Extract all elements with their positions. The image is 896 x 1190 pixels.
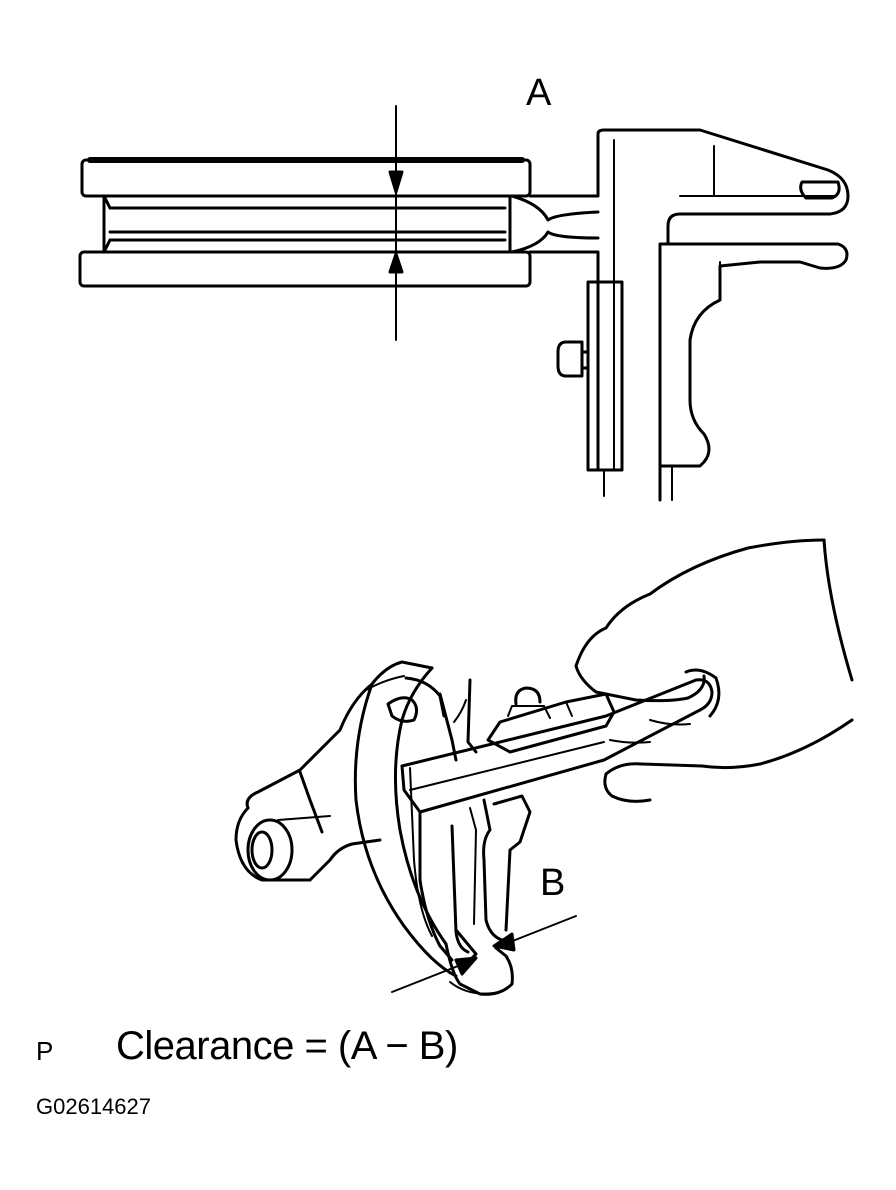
sleeve-hub-illustration	[78, 157, 532, 288]
vernier-caliper-bottom	[400, 678, 714, 968]
shift-fork-illustration	[234, 660, 514, 996]
figure-id: G02614627	[36, 1094, 151, 1119]
vernier-caliper-top	[510, 128, 850, 502]
dimension-b-indicator	[391, 915, 577, 993]
clearance-formula: Clearance = (A − B)	[116, 1024, 458, 1068]
dimension-a-indicator	[388, 105, 404, 341]
hand-illustration	[574, 538, 854, 803]
dimension-label-a: A	[526, 72, 552, 114]
caption-marker: P	[36, 1036, 54, 1066]
dimension-label-b: B	[540, 862, 566, 904]
